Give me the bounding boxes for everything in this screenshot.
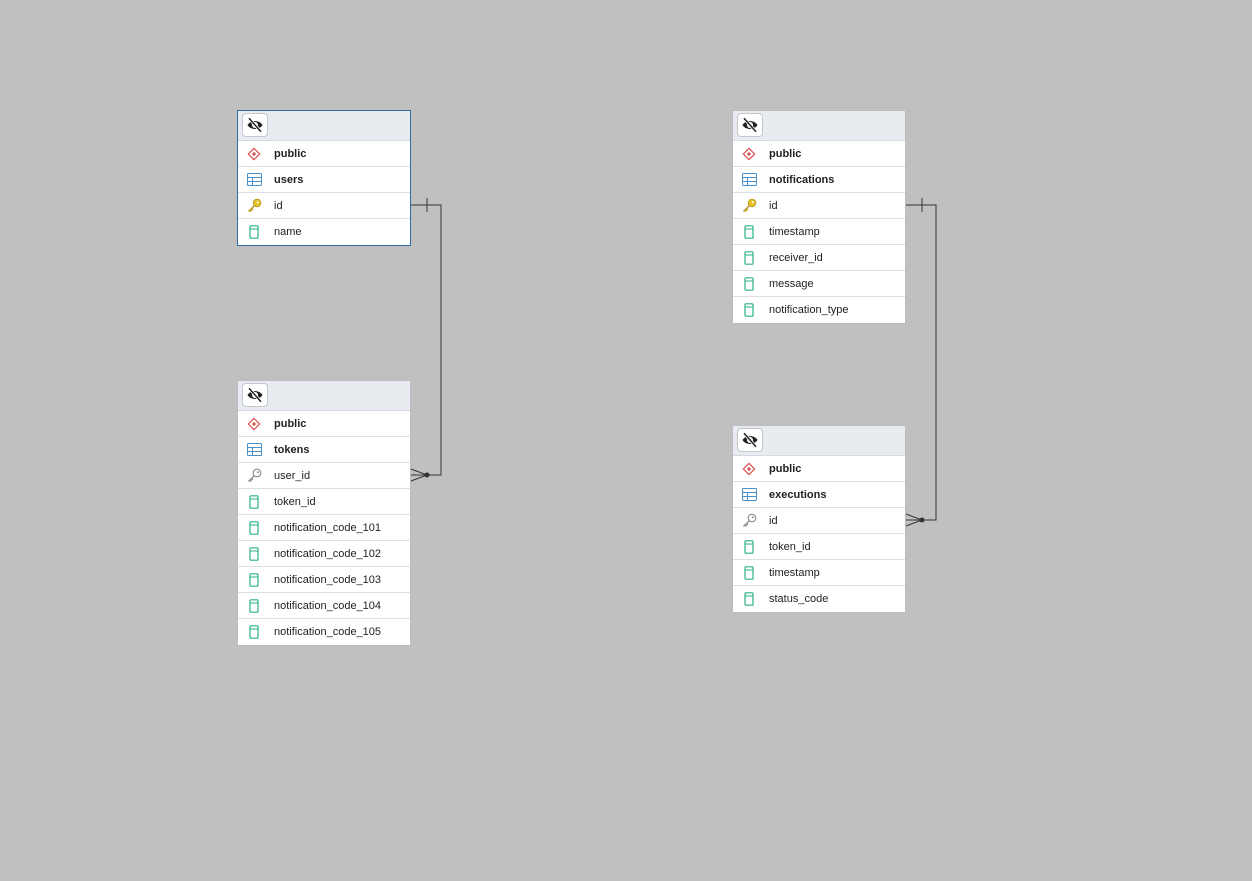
column-row-label: notification_code_105 (274, 626, 382, 638)
schema-row[interactable]: public (238, 411, 410, 437)
column-row[interactable]: notification_code_104 (238, 593, 410, 619)
column-row-label: token_id (274, 495, 316, 508)
table-icon (246, 442, 262, 458)
column-icon (741, 591, 757, 607)
link-endpoint-dot (919, 517, 925, 523)
column-row-label: user_id (274, 469, 311, 482)
column-icon (741, 302, 757, 318)
table-name-row-label: executions (769, 488, 827, 501)
column-row-label: id (769, 199, 778, 212)
relationship-line (411, 204, 442, 476)
column-row[interactable]: id (733, 193, 905, 219)
column-icon (246, 598, 262, 614)
column-icon (741, 224, 757, 240)
column-row[interactable]: notification_type (733, 297, 905, 323)
eye-off-icon[interactable] (242, 383, 268, 407)
column-row-label: timestamp (769, 566, 820, 579)
column-row[interactable]: name (238, 219, 410, 245)
column-icon (246, 224, 262, 240)
link-endpoint-dot (424, 472, 430, 478)
table-name-row-label: notifications (769, 173, 835, 186)
table-name-row[interactable]: tokens (238, 437, 410, 463)
column-icon (741, 539, 757, 555)
column-row[interactable]: token_id (238, 489, 410, 515)
primary-key-icon (246, 198, 262, 214)
column-row[interactable]: token_id (733, 534, 905, 560)
eye-off-icon[interactable] (242, 113, 268, 137)
column-icon (246, 520, 262, 536)
foreign-key-icon (246, 468, 262, 484)
column-row[interactable]: notification_code_102 (238, 541, 410, 567)
column-row-label: notification_type (769, 304, 849, 316)
many-cardinality-marker (905, 513, 923, 527)
column-row[interactable]: id (733, 508, 905, 534)
table-name-row-label: users (274, 173, 304, 186)
column-row[interactable]: notification_code_103 (238, 567, 410, 593)
column-row-label: status_code (769, 593, 829, 605)
column-row-label: notification_code_101 (274, 521, 382, 534)
column-row-label: notification_code_102 (274, 547, 382, 560)
column-row-label: token_id (769, 540, 811, 553)
column-row-label: id (769, 514, 778, 527)
column-row-label: timestamp (769, 225, 820, 238)
column-row-label: notification_code_103 (274, 573, 382, 586)
schema-row[interactable]: public (238, 141, 410, 167)
table-name-row[interactable]: notifications (733, 167, 905, 193)
schema-icon (741, 461, 757, 477)
primary-key-icon (741, 198, 757, 214)
column-row-label: receiver_id (769, 251, 823, 264)
schema-row-label: public (769, 147, 802, 160)
column-row[interactable]: notification_code_101 (238, 515, 410, 541)
foreign-key-icon (741, 513, 757, 529)
column-row[interactable]: receiver_id (733, 245, 905, 271)
column-row[interactable]: timestamp (733, 219, 905, 245)
many-cardinality-marker (410, 468, 428, 482)
column-row[interactable]: notification_code_105 (238, 619, 410, 645)
column-row[interactable]: user_id (238, 463, 410, 489)
table-node-tokens[interactable]: public tokens user_id token_id notification_… (237, 380, 411, 646)
table-icon (246, 172, 262, 188)
table-icon (741, 172, 757, 188)
schema-row-label: public (274, 417, 307, 430)
column-icon (741, 250, 757, 266)
eye-off-icon[interactable] (737, 113, 763, 137)
column-icon (246, 494, 262, 510)
table-node-notifications[interactable]: public notifications id timestamp receiver_i… (732, 110, 906, 324)
table-node-header[interactable] (238, 111, 410, 141)
schema-row-label: public (769, 462, 802, 475)
eye-off-icon[interactable] (737, 428, 763, 452)
table-name-row-label: tokens (274, 443, 310, 456)
column-icon (741, 276, 757, 292)
column-icon (246, 624, 262, 640)
column-icon (741, 565, 757, 581)
table-node-users[interactable]: public users id name (237, 110, 411, 246)
column-row-label: name (274, 226, 302, 238)
column-row-label: message (769, 277, 814, 290)
relationship-line (906, 204, 937, 521)
table-node-header[interactable] (733, 426, 905, 456)
schema-row[interactable]: public (733, 456, 905, 482)
column-icon (246, 572, 262, 588)
table-node-executions[interactable]: public executions id token_id timestamp statu… (732, 425, 906, 613)
column-icon (246, 546, 262, 562)
schema-icon (246, 416, 262, 432)
column-row-label: id (274, 199, 283, 212)
table-node-header[interactable] (238, 381, 410, 411)
column-row[interactable]: timestamp (733, 560, 905, 586)
schema-row-label: public (274, 147, 307, 160)
schema-icon (246, 146, 262, 162)
schema-row[interactable]: public (733, 141, 905, 167)
table-icon (741, 487, 757, 503)
column-row[interactable]: id (238, 193, 410, 219)
table-name-row[interactable]: executions (733, 482, 905, 508)
column-row-label: notification_code_104 (274, 599, 382, 612)
table-name-row[interactable]: users (238, 167, 410, 193)
table-node-header[interactable] (733, 111, 905, 141)
column-row[interactable]: message (733, 271, 905, 297)
schema-icon (741, 146, 757, 162)
column-row[interactable]: status_code (733, 586, 905, 612)
